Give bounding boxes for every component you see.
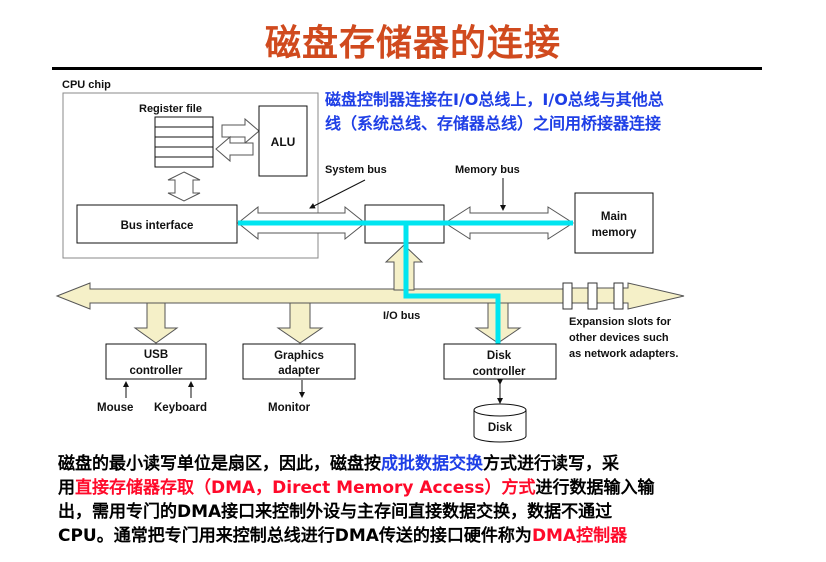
mouse-label: Mouse: [97, 402, 133, 414]
disk-controller-label-2: controller: [472, 366, 526, 378]
para-text: 磁盘的最小读写单位是扇区，因此，磁盘按: [58, 454, 381, 474]
memory-bus-label: Memory bus: [455, 164, 520, 176]
dma-explanation: 磁盘的最小读写单位是扇区，因此，磁盘按成批数据交换方式进行读写，采 用直接存储器…: [58, 452, 778, 548]
keyboard-label: Keyboard: [154, 402, 207, 414]
para-line-4: CPU。通常把专门用来控制总线进行DMA传送的接口硬件称为DMA控制器: [58, 524, 778, 548]
para-line-1: 磁盘的最小读写单位是扇区，因此，磁盘按成批数据交换方式进行读写，采: [58, 452, 778, 476]
bridge-note-line-2: 线（系统总线、存储器总线）之间用桥接器连接: [325, 114, 662, 133]
main-memory-label-1: Main: [601, 211, 627, 223]
disk-label: Disk: [488, 422, 513, 434]
main-memory-label-2: memory: [592, 227, 637, 239]
expansion-slots: [562, 282, 624, 310]
para-text: 进行数据输入输: [535, 478, 655, 498]
dma-data-path-down: [403, 223, 501, 345]
io-bus-label: I/O bus: [383, 310, 420, 322]
expansion-label-1: Expansion slots for: [569, 316, 672, 328]
cpu-chip-box: [62, 92, 319, 259]
graphics-adapter-box: [242, 343, 356, 380]
para-text: 用: [58, 478, 75, 498]
alu-label: ALU: [271, 135, 296, 149]
main-memory-box: [574, 192, 654, 254]
disk-controller-box: [443, 343, 557, 380]
expansion-label-3: as network adapters.: [569, 348, 678, 360]
graphics-io-arrow: [276, 302, 324, 344]
io-bus-arrow: [55, 282, 685, 310]
title-divider: [52, 67, 762, 70]
usb-label-1: USB: [144, 349, 168, 361]
register-file: [154, 116, 214, 168]
disk-controller-label-1: Disk: [487, 350, 512, 362]
batch-exchange-highlight: 成批数据交换: [381, 454, 483, 474]
page-title: 磁盘存储器的连接: [264, 23, 561, 64]
graphics-label-2: adapter: [278, 365, 320, 377]
expansion-label-2: other devices such: [569, 332, 669, 344]
system-bus-pointer: [309, 179, 366, 209]
para-text: CPU。通常把专门用来控制总线进行DMA传送的接口硬件称为: [58, 526, 532, 546]
bus-interface-label: Bus interface: [121, 220, 194, 232]
monitor-label: Monitor: [268, 402, 311, 414]
reg-to-alu-arrow: [221, 117, 260, 145]
usb-io-arrow: [133, 302, 179, 344]
bridge-note-line-1: 磁盘控制器连接在I/O总线上，I/O总线与其他总: [325, 90, 664, 109]
system-diagram: CPU chip Register file ALU Bus interface…: [55, 79, 685, 443]
para-line-2: 用直接存储器存取（DMA，Direct Memory Access）方式进行数据…: [58, 476, 778, 500]
disk-icon: [473, 403, 527, 443]
register-file-label: Register file: [139, 103, 202, 115]
alu-box: [258, 105, 308, 177]
system-bus-label: System bus: [325, 164, 387, 176]
para-line-3: 出，需用专门的DMA接口来控制外设与主存间直接数据交换，数据不通过: [58, 502, 613, 522]
dma-term-highlight: 直接存储器存取（DMA，Direct Memory Access）方式: [75, 478, 536, 498]
graphics-label-1: Graphics: [274, 350, 324, 362]
bus-interface-box: [76, 204, 238, 244]
cpu-chip-label: CPU chip: [62, 79, 111, 91]
reg-bus-interface-arrow: [167, 171, 201, 202]
bridge-note: 磁盘控制器连接在I/O总线上，I/O总线与其他总 线（系统总线、存储器总线）之间…: [325, 88, 755, 136]
dma-controller-highlight: DMA控制器: [531, 526, 628, 546]
usb-controller-box: [105, 343, 207, 380]
usb-label-2: controller: [129, 365, 183, 377]
para-text: 方式进行读写，采: [483, 454, 619, 474]
alu-to-reg-arrow: [215, 135, 254, 163]
